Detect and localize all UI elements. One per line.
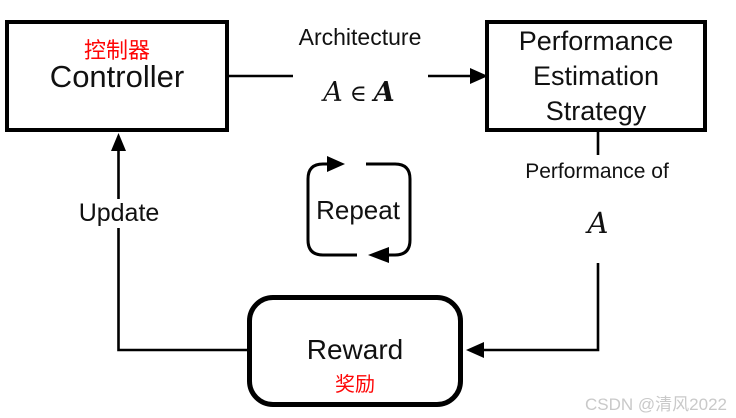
element-of-symbol: ∈ xyxy=(349,81,367,107)
performance-to-reward-line xyxy=(484,263,600,352)
performance-of-label: Performance of xyxy=(525,160,669,183)
architecture-math-expression: A∈A xyxy=(323,79,394,106)
architecture-label: Architecture xyxy=(298,24,422,50)
performance-estimation-strategy-box: Performance Estimation Strategy xyxy=(485,20,707,132)
repeat-cycle-icon xyxy=(306,156,412,263)
reward-label-zh: 奖励 xyxy=(335,374,375,396)
architecture-arrowhead-icon xyxy=(470,68,488,84)
controller-box xyxy=(5,20,229,132)
reward-box xyxy=(247,295,463,407)
reward-arrowhead-icon xyxy=(466,342,484,358)
pes-label-line2: Estimation xyxy=(532,60,660,91)
math-variable-a: A xyxy=(323,77,343,108)
csdn-watermark: CSDN @清风2022 xyxy=(585,395,727,414)
pes-label-line1: Performance xyxy=(518,25,674,56)
update-arrowhead-icon xyxy=(111,133,126,151)
update-line xyxy=(117,150,247,352)
reward-label: Reward xyxy=(306,334,404,365)
controller-label: Controller xyxy=(49,59,185,94)
update-label: Update xyxy=(73,199,165,228)
performance-variable-a: A xyxy=(587,206,609,240)
pes-label-line3: Strategy xyxy=(545,95,647,126)
controller-label-zh: 控制器 xyxy=(83,38,151,63)
math-set-a: A xyxy=(373,77,395,108)
repeat-label: Repeat xyxy=(316,195,400,225)
